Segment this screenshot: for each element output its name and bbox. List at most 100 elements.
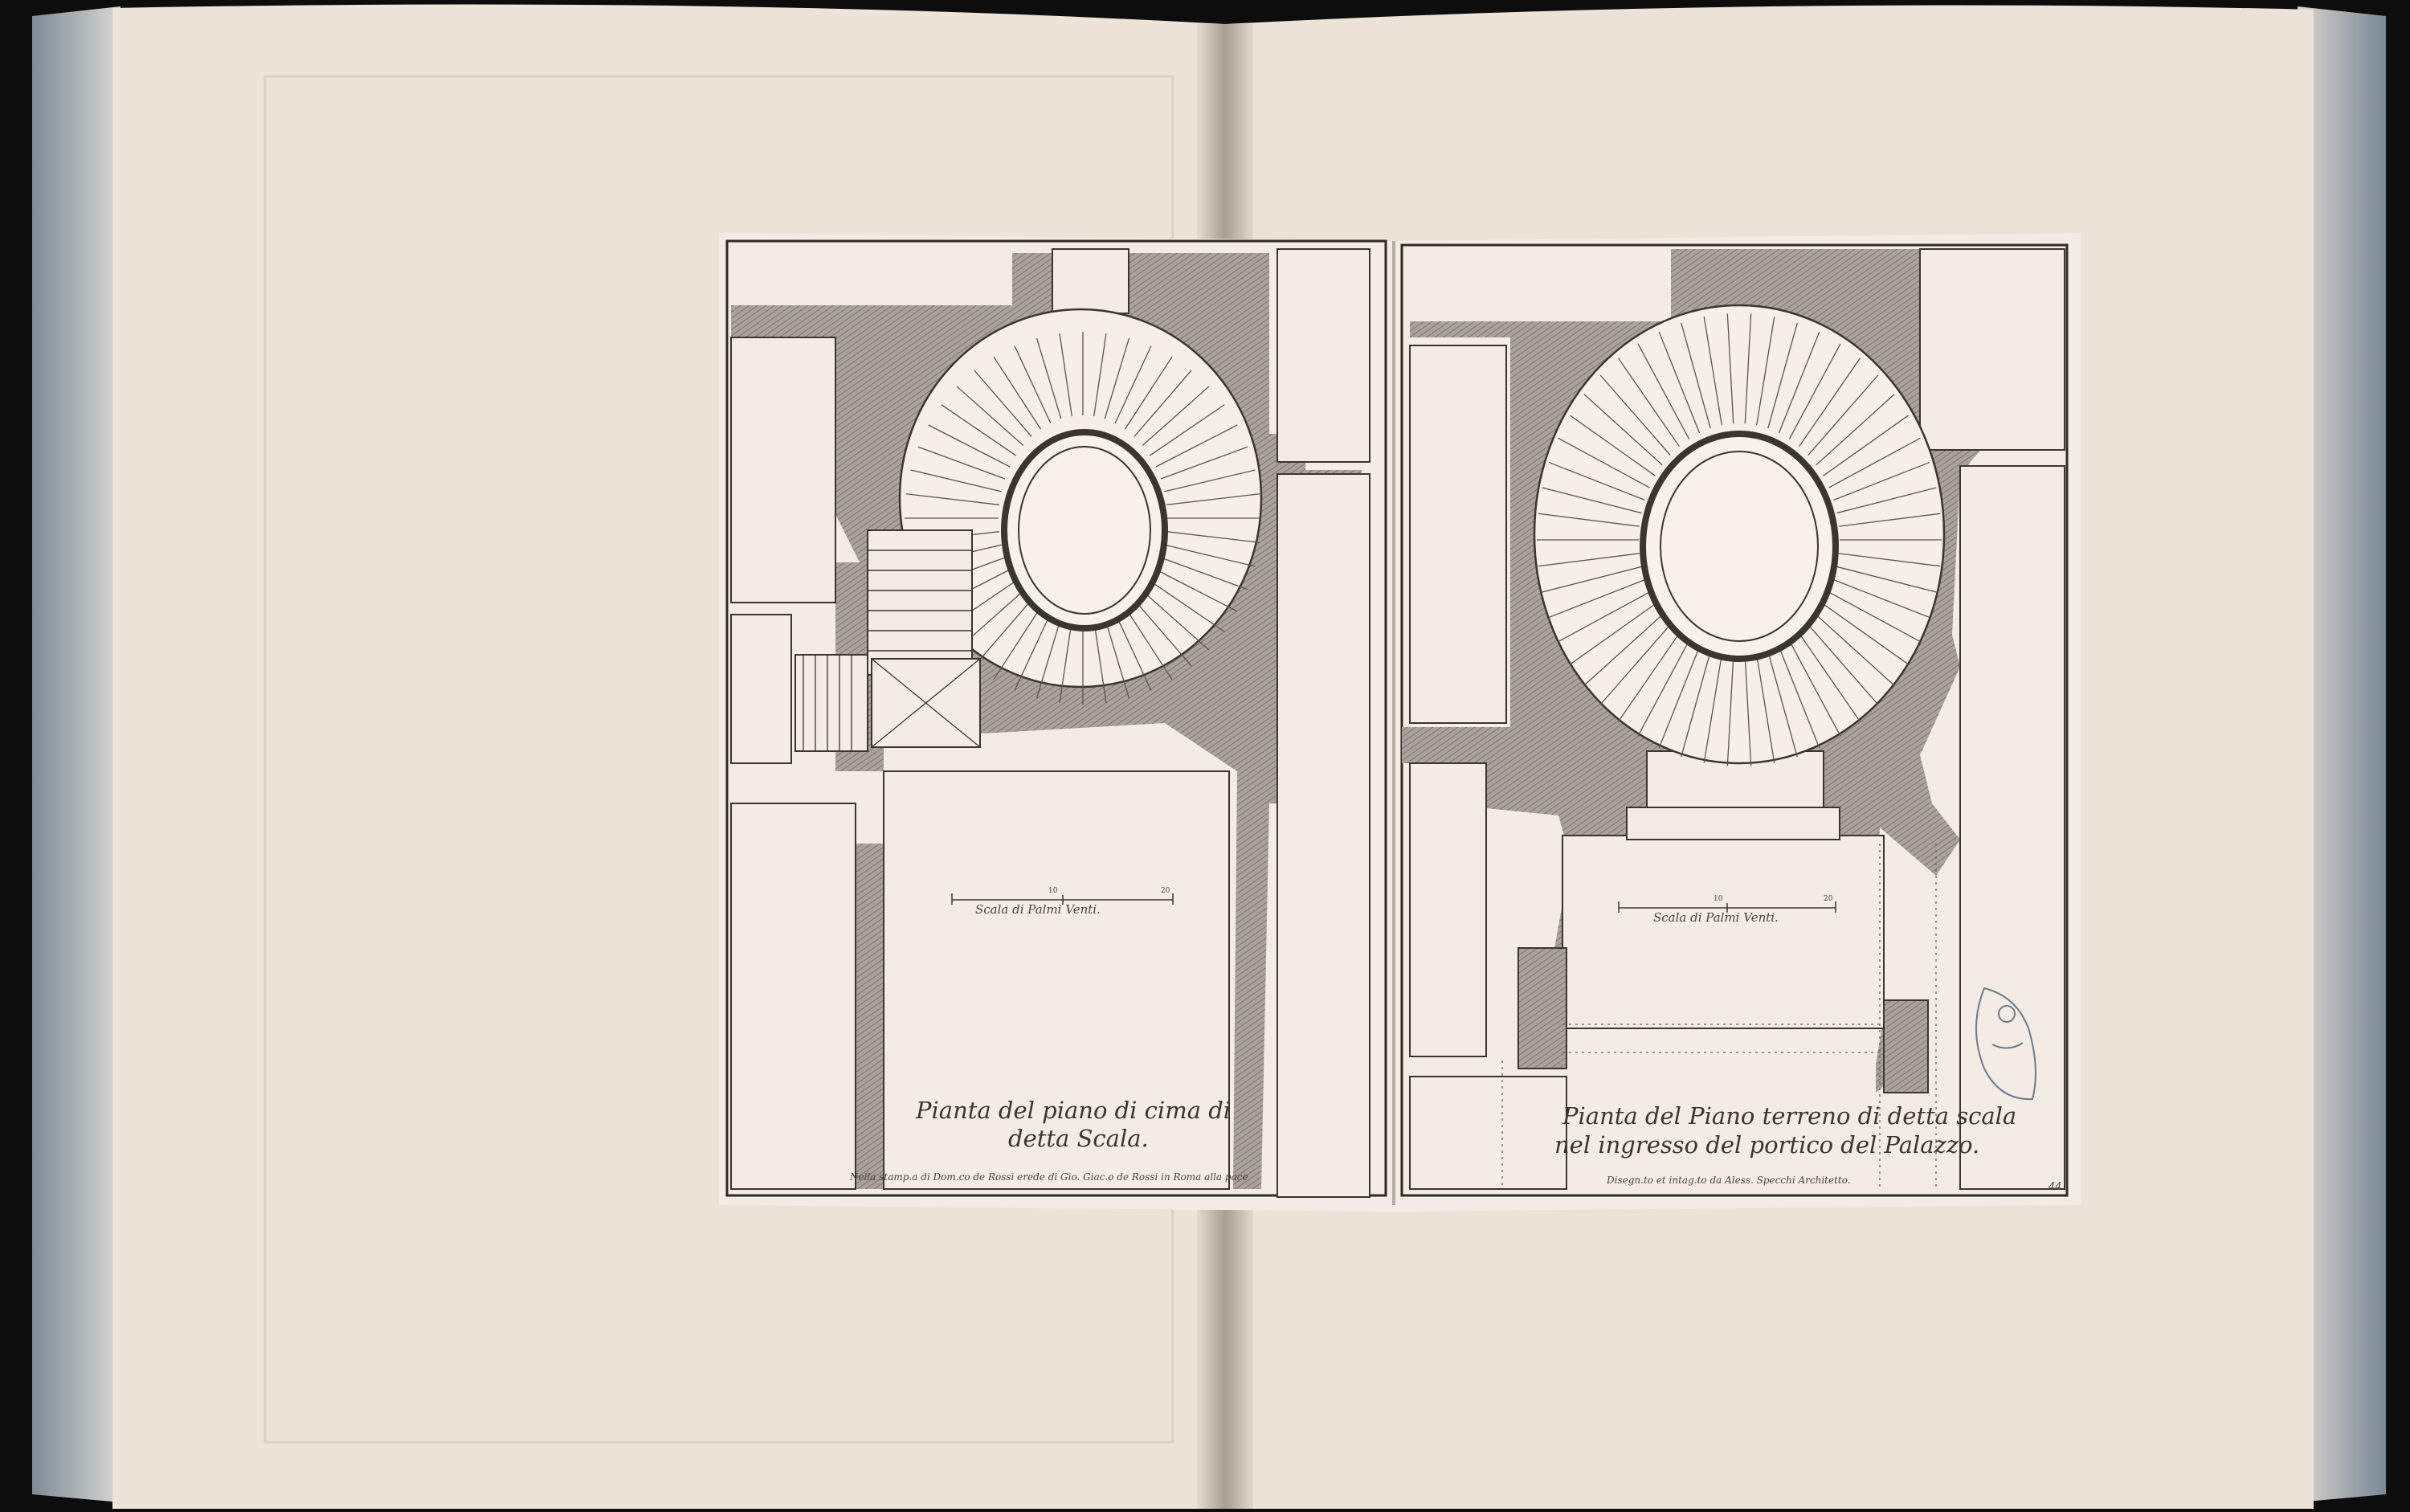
stair-tread-line (905, 493, 999, 505)
stair-tread-line (1767, 651, 1798, 758)
stair-tread-line (1570, 603, 1656, 665)
stair-tread-line (1703, 654, 1722, 763)
stair-tread-line (1681, 651, 1711, 758)
stair-tread-line (1839, 513, 1941, 527)
left-scale-bar (951, 893, 1174, 905)
stair-tread-line (1104, 617, 1130, 699)
stair-tread-line (1114, 612, 1152, 691)
stair-tread-line (1617, 358, 1680, 447)
library-stamp (1975, 987, 2036, 1101)
stair-tread-line (1816, 614, 1895, 686)
stair-tread-line (1617, 632, 1680, 722)
stair-tread-line (1035, 337, 1062, 419)
left-scale-mid: 10 (1048, 887, 1058, 895)
stair-tread-line (1548, 461, 1645, 501)
stair-tread-line (1828, 591, 1921, 643)
stair-tread-line (1014, 345, 1052, 424)
right-engraver-credit: Disegn.to et intag.to da Aless. Specchi … (1607, 1175, 1851, 1186)
stair-tread-line (1833, 578, 1930, 619)
stair-tread-line (1788, 640, 1841, 737)
stair-tread-line (1637, 343, 1690, 439)
stair-tread-line (1836, 566, 1937, 593)
stair-tread-line (1767, 322, 1798, 429)
stair-tread-line (941, 404, 1017, 456)
stair-tread-line (1726, 313, 1734, 424)
stair-tread-line (1035, 617, 1062, 699)
stair-tread-line (1816, 394, 1895, 466)
book-page-edges (32, 6, 2386, 1502)
stair-tread-line (1059, 619, 1072, 704)
stair-tread-line (1788, 343, 1841, 439)
stair-tread-line (993, 607, 1042, 680)
left-plan-title-line1: Pianta del piano di cima di (916, 1097, 1232, 1124)
stair-tread-line (928, 424, 1011, 468)
right-plan-title-line2: nel ingresso del portico del Palazzo. (1554, 1131, 1980, 1159)
stair-tread-line (1658, 331, 1701, 434)
right-plan-title-line1: Pianta del Piano terreno di detta scala (1562, 1102, 2017, 1130)
stair-tread-line (1558, 437, 1650, 488)
stair-tread-line (1166, 493, 1260, 505)
stair-tread-line (1104, 337, 1130, 419)
stair-tread-line (1134, 370, 1192, 437)
stair-tread-line (974, 599, 1032, 667)
stair-tread-line (1142, 386, 1210, 446)
right-scale-bar (1618, 901, 1836, 913)
stair-tread-line (1149, 580, 1225, 632)
stair-tread-line (1155, 569, 1238, 612)
stair-tread-line (1703, 317, 1722, 426)
stair-tread-line (1681, 322, 1711, 429)
stair-tread-line (1836, 487, 1937, 514)
stair-tread-line (1756, 317, 1775, 426)
stair-tread-line (1808, 374, 1879, 456)
stair-tread-line (1164, 469, 1256, 492)
stair-tread-line (1014, 612, 1052, 691)
stair-tread-line (1059, 333, 1072, 417)
stair-tread-line (1164, 544, 1256, 567)
stair-tread-line (1808, 624, 1879, 705)
stair-tread-line (1778, 646, 1820, 749)
stair-tread-line (1583, 394, 1663, 466)
stair-tread-line (1756, 654, 1775, 763)
stair-tread-line (1570, 415, 1656, 476)
stair-tread-line (1823, 415, 1909, 476)
stair-tread-line (1637, 640, 1690, 737)
stair-tread-line (1538, 553, 1640, 567)
left-plan-title-line2: detta Scala. (1008, 1125, 1149, 1152)
stair-tread-line (1828, 437, 1921, 488)
stair-tread-line (1778, 331, 1820, 434)
stair-tread-line (1658, 646, 1701, 749)
stair-tread-line (1558, 591, 1650, 643)
stair-tread-line (1093, 619, 1107, 704)
right-floor-plan (1402, 248, 2065, 1190)
stair-tread-line (1833, 461, 1930, 501)
stair-tread-line (1744, 656, 1752, 766)
plate-page-number: 44 (2048, 1181, 2062, 1193)
stair-tread-line (1799, 358, 1861, 447)
stair-tread-line (1548, 578, 1645, 619)
plate-border-left (725, 239, 1387, 1197)
right-scale-mid: 10 (1714, 895, 1723, 903)
stair-tread-line (917, 446, 1006, 480)
left-scale-label: Scala di Palmi Venti. (975, 902, 1101, 917)
stair-tread-line (1142, 590, 1210, 651)
stair-tread-line (1160, 446, 1248, 480)
left-scale-end: 20 (1161, 887, 1170, 895)
stair-tread-line (1542, 566, 1642, 593)
stair-tread-line (1599, 374, 1671, 456)
stair-tread-line (1134, 599, 1192, 667)
stair-tread-line (1839, 553, 1941, 567)
plate-border-right (1400, 243, 2069, 1197)
stair-tread-line (993, 356, 1042, 430)
stair-tread-line (1583, 614, 1663, 686)
stair-tread-line (1538, 513, 1640, 527)
stair-tread-line (974, 370, 1032, 437)
stair-tread-line (1160, 557, 1248, 590)
stair-tread-line (1599, 624, 1671, 705)
left-printer-credit: Nella stamp.a di Dom.co de Rossi erede d… (850, 1171, 1248, 1183)
stair-tread-line (1726, 656, 1734, 766)
stair-tread-line (1542, 487, 1642, 514)
stair-tread-line (1823, 603, 1909, 665)
left-floor-plan (730, 248, 1370, 1198)
stair-tread-line (910, 469, 1002, 492)
